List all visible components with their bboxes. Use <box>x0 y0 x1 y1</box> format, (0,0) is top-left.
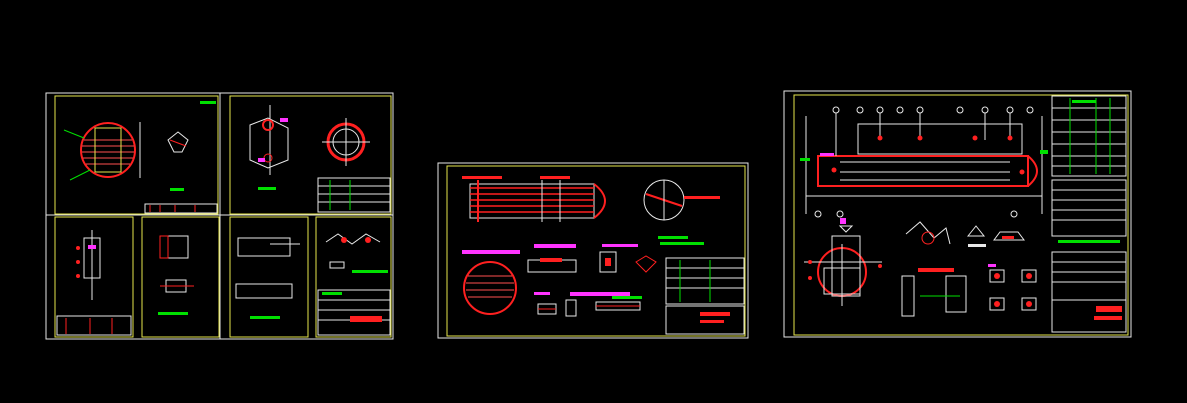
bundle-section-view <box>235 237 300 319</box>
vessel-elevation <box>800 106 1048 218</box>
end-view <box>643 179 720 221</box>
tube-bundle-elevation <box>462 176 606 222</box>
tubesheet-view <box>63 101 216 191</box>
baffle-view <box>158 235 194 315</box>
sheet-center-bundle-layout[interactable] <box>437 162 749 339</box>
detail-parts <box>527 236 704 317</box>
vessel-side-view <box>804 218 882 306</box>
sheet-left-multi-panel[interactable] <box>45 92 394 340</box>
sheet-right-vessel-assembly[interactable] <box>783 90 1132 338</box>
support-view <box>76 230 101 300</box>
nozzle-detail-view <box>249 105 370 190</box>
tubesheet-layout <box>462 250 520 315</box>
detail-views <box>901 221 1037 317</box>
tie-rod-view <box>325 233 388 273</box>
